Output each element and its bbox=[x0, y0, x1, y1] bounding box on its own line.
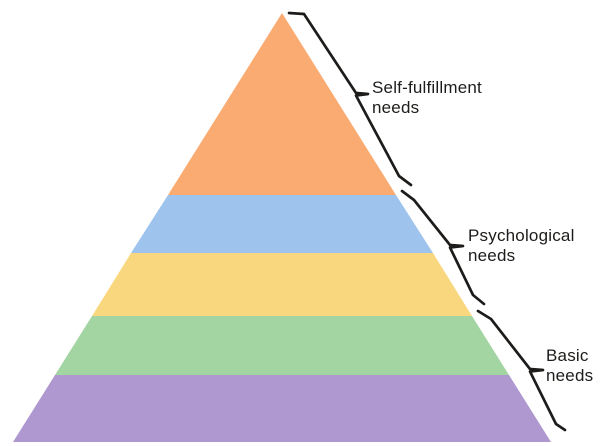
pyramid-level-1-top bbox=[168, 13, 396, 195]
label-basic-line1: Basic bbox=[546, 346, 589, 365]
label-self-fulfillment-needs: Self-fulfillment needs bbox=[372, 78, 482, 118]
label-self-fulfillment-line2: needs bbox=[372, 98, 420, 117]
label-psychological-line2: needs bbox=[468, 246, 516, 265]
bracket-self-fulfillment-needs bbox=[287, 11, 413, 187]
label-psychological-line1: Psychological bbox=[468, 226, 575, 245]
label-psychological-needs: Psychological needs bbox=[468, 226, 575, 266]
pyramid-level-3 bbox=[92, 253, 472, 316]
label-basic-line2: needs bbox=[546, 366, 594, 385]
bracket-basic-needs bbox=[476, 309, 567, 432]
pyramid-level-5-base bbox=[13, 375, 551, 442]
label-basic-needs: Basic needs bbox=[546, 346, 593, 386]
label-self-fulfillment-line1: Self-fulfillment bbox=[372, 78, 482, 97]
pyramid-level-2 bbox=[131, 195, 433, 253]
pyramid-level-4 bbox=[55, 316, 509, 375]
bracket-psychological-needs bbox=[400, 189, 486, 306]
